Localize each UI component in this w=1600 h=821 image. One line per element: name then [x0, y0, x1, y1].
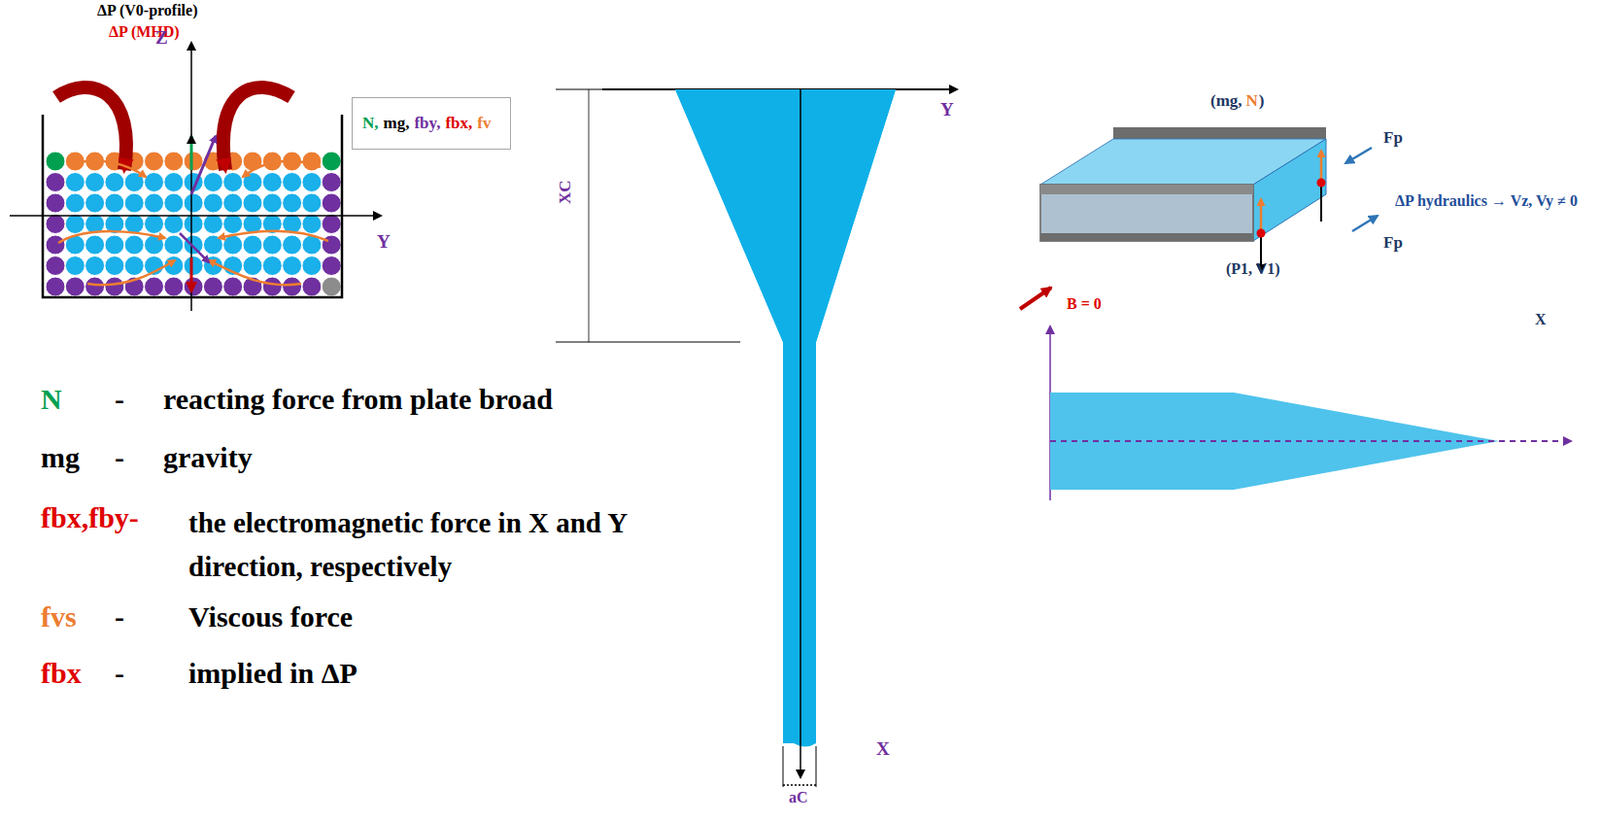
force-label: N	[1246, 91, 1259, 111]
symbol: fbx	[40, 656, 82, 691]
dimension-label: XC	[555, 179, 576, 205]
force-label: )	[1259, 91, 1265, 111]
definition: Viscous force	[188, 600, 353, 635]
force-label: Fp	[1383, 128, 1403, 148]
dash: -	[114, 382, 125, 417]
axis-label: Z	[155, 27, 169, 49]
force-symbol: fv	[476, 113, 491, 134]
axis-label: X	[876, 738, 890, 760]
dash: -	[114, 600, 125, 635]
force-symbol: mg,	[383, 113, 410, 134]
symbol: mg	[40, 441, 80, 476]
flow-label: ΔP (MHD)	[108, 23, 180, 41]
flow-label: ΔP (V0-profile)	[97, 1, 199, 20]
axis-label: Y	[376, 231, 391, 253]
dash: -	[114, 441, 125, 476]
pressure-label: ΔP hydraulics → Vz, Vy ≠ 0	[1395, 192, 1578, 210]
force-label: (mg,	[1210, 91, 1243, 111]
force-list-box: N,mg,fby,fbx,fv	[351, 97, 511, 150]
axis-label: X	[1534, 310, 1547, 329]
force-label: Fp	[1383, 233, 1403, 253]
symbol: N	[40, 382, 63, 417]
symbol: fbx,fby-	[40, 501, 139, 536]
force-symbol: N,	[362, 113, 379, 134]
field-label: B = 0	[1066, 295, 1102, 313]
dash: -	[114, 656, 125, 691]
force-symbol: fby,	[413, 113, 441, 134]
definition: gravity	[163, 441, 253, 476]
axis-label: Y	[940, 99, 954, 121]
force-symbol: fbx,	[444, 113, 473, 134]
definition: implied in ΔP	[188, 656, 358, 691]
state-label: (P1, V1)	[1225, 260, 1281, 278]
definition: the electromagnetic force in X and Y dir…	[188, 501, 718, 589]
definition: reacting force from plate broad	[163, 382, 553, 417]
dimension-label: aC	[788, 788, 809, 807]
symbol: fvs	[40, 600, 77, 635]
